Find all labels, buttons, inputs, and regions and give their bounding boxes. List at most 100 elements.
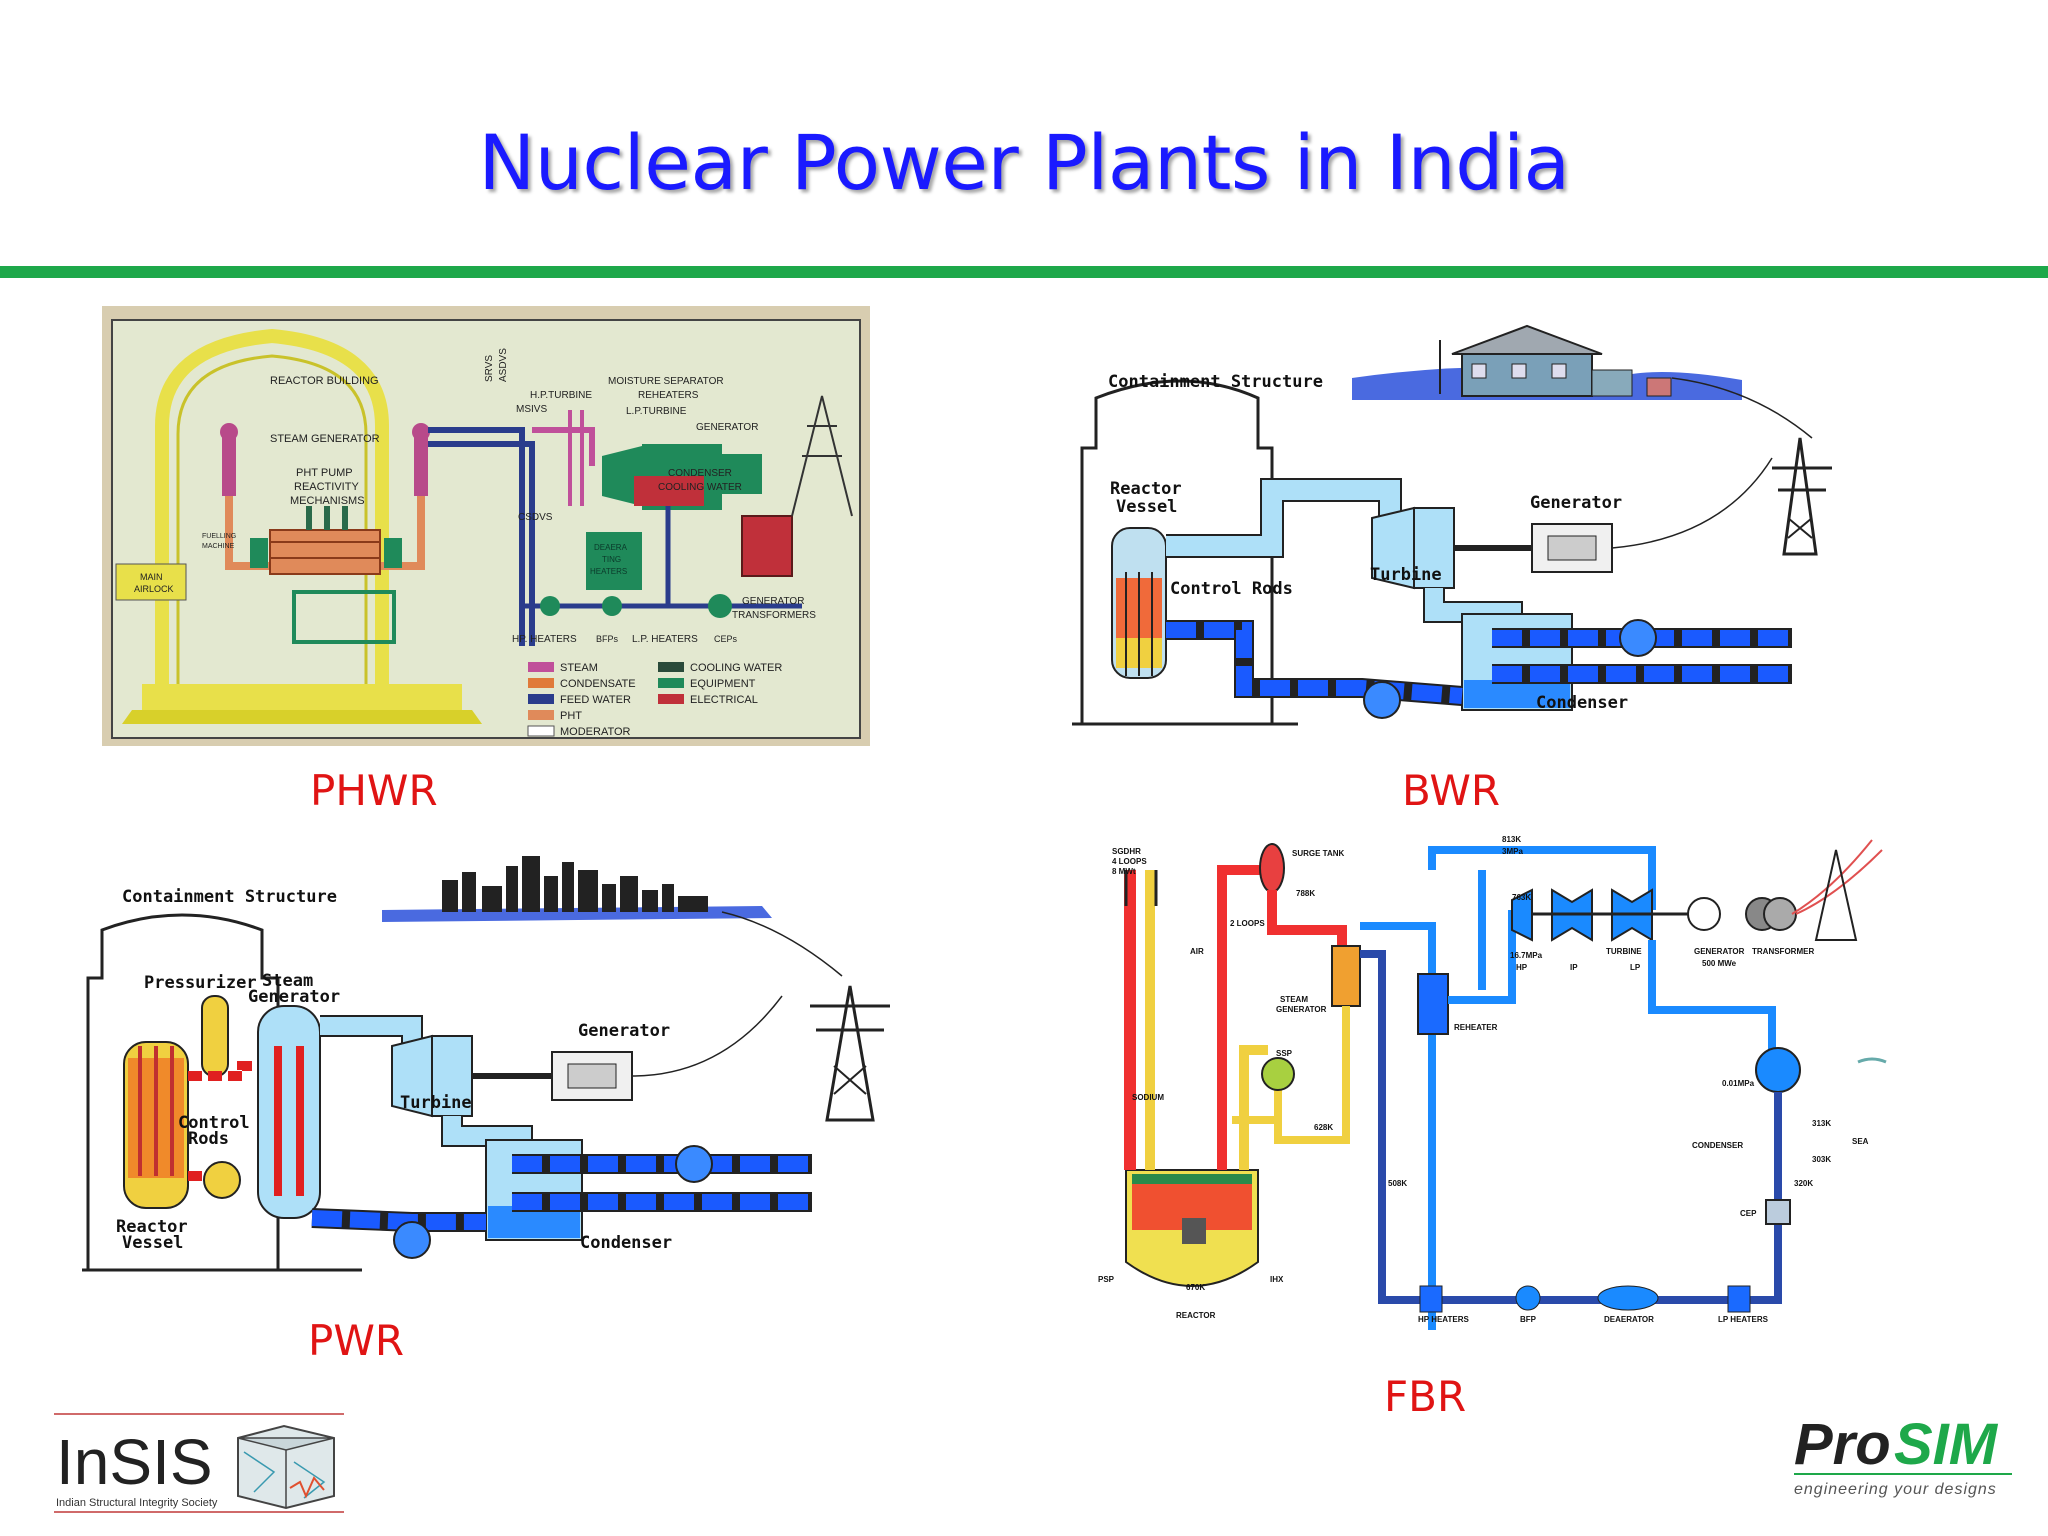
fbr-sea: SEA xyxy=(1852,1137,1869,1146)
phwr-moisture-separator: MOISTURE SEPARATOR xyxy=(608,376,724,387)
fbr-t670: 670K xyxy=(1186,1283,1205,1292)
fbr-t813: 813K xyxy=(1502,835,1521,844)
fbr-t628: 628K xyxy=(1314,1123,1333,1132)
fbr-deaerator: DEAERATOR xyxy=(1604,1315,1654,1324)
phwr-hp-heaters: HP. HEATERS xyxy=(512,634,577,645)
fbr-condenser: CONDENSER xyxy=(1692,1141,1743,1150)
bwr-condenser: Condenser xyxy=(1536,693,1628,713)
fbr-loops2: 2 LOOPS xyxy=(1230,919,1265,928)
phwr-cooling-water: COOLING WATER xyxy=(658,482,742,493)
pwr-generator: Generator xyxy=(578,1021,670,1041)
fbr-sgdhr: SGDHR xyxy=(1112,847,1141,856)
phwr-legend-steam: STEAM xyxy=(560,662,598,674)
fbr-generator: GENERATOR xyxy=(1694,947,1745,956)
phwr-legend-condensate: CONDENSATE xyxy=(560,678,636,690)
phwr-bfps: BFPs xyxy=(596,634,619,644)
label-fbr: FBR xyxy=(1384,1372,1467,1421)
prosim-tagline: engineering your designs xyxy=(1794,1481,1997,1498)
phwr-srvs: SRVS xyxy=(484,355,495,382)
fbr-hp: HP xyxy=(1516,963,1528,972)
fbr-diagram: SGDHR 4 LOOPS 8 MWt AIR SURGE TANK 2 LOO… xyxy=(1092,830,1892,1330)
title-rule xyxy=(0,266,2048,278)
phwr-airlock: AIRLOCK xyxy=(134,584,174,594)
pwr-vessel: Vessel xyxy=(122,1233,183,1253)
label-bwr: BWR xyxy=(1402,766,1501,815)
phwr-fuelling: FUELLING xyxy=(202,533,236,540)
insis-cube-icon xyxy=(237,1424,335,1510)
phwr-deaerator: DEAERA xyxy=(594,543,628,552)
pwr-turbine: Turbine xyxy=(400,1093,472,1113)
fbr-ip: IP xyxy=(1570,963,1578,972)
pwr-control: Control xyxy=(178,1113,250,1133)
bwr-diagram: Containment Structure Reactor Vessel Con… xyxy=(1072,318,1872,738)
phwr-legend-feed-water: FEED WATER xyxy=(560,694,631,706)
fbr-turbine: TURBINE xyxy=(1606,947,1642,956)
fbr-t303: 303K xyxy=(1812,1155,1831,1164)
pwr-diagram: Containment Structure Pressurizer Steam … xyxy=(82,846,922,1276)
prosim-logo: Pro SIM engineering your designs xyxy=(1784,1404,2024,1504)
fbr-surge-tank: SURGE TANK xyxy=(1292,849,1345,858)
phwr-generator: GENERATOR xyxy=(696,422,758,433)
pwr-containment: Containment Structure xyxy=(122,887,337,907)
fbr-steam-gen-1: STEAM xyxy=(1280,995,1308,1004)
fbr-bfp: BFP xyxy=(1520,1315,1537,1324)
phwr-lp-heaters: L.P. HEATERS xyxy=(632,634,698,645)
fbr-ssp: SSP xyxy=(1276,1049,1293,1058)
pwr-generator-sg: Generator xyxy=(248,987,340,1007)
fbr-mwe: 500 MWe xyxy=(1702,959,1737,968)
fbr-steam-gen-2: GENERATOR xyxy=(1276,1005,1327,1014)
pwr-pressurizer: Pressurizer xyxy=(144,973,257,993)
insis-logo: InSIS Indian Structural Integrity Societ… xyxy=(54,1412,344,1516)
prosim-sim: SIM xyxy=(1894,1412,1999,1477)
phwr-reactivity: REACTIVITY xyxy=(294,481,359,493)
label-pwr: PWR xyxy=(308,1316,405,1365)
phwr-pht-pump: PHT PUMP xyxy=(296,467,353,479)
phwr-heaters: HEATERS xyxy=(590,567,627,576)
phwr-lp-turbine: L.P.TURBINE xyxy=(626,406,687,417)
phwr-legend-pht: PHT xyxy=(560,710,582,722)
pwr-steam: Steam xyxy=(262,971,313,991)
phwr-machine: MACHINE xyxy=(202,543,235,550)
phwr-legend-cooling-water: COOLING WATER xyxy=(690,662,782,674)
fbr-t320: 320K xyxy=(1794,1179,1813,1188)
fbr-sodium: SODIUM xyxy=(1132,1093,1164,1102)
phwr-gen-trans-1: GENERATOR xyxy=(742,596,804,607)
bwr-reactor: Reactor xyxy=(1110,479,1182,499)
fbr-t788: 788K xyxy=(1296,889,1315,898)
bwr-turbine: Turbine xyxy=(1370,565,1442,585)
fbr-reheater: REHEATER xyxy=(1454,1023,1498,1032)
phwr-reactor-building: REACTOR BUILDING xyxy=(270,375,379,387)
fbr-p16: 16.7MPa xyxy=(1510,951,1543,960)
phwr-msivs: MSIVS xyxy=(516,404,547,415)
phwr-hp-turbine: H.P.TURBINE xyxy=(530,390,592,401)
pwr-condenser: Condenser xyxy=(580,1233,672,1253)
phwr-legend-moderator: MODERATOR xyxy=(560,726,631,738)
phwr-csdvs: CSDVS xyxy=(518,512,553,523)
fbr-ihx: IHX xyxy=(1270,1275,1284,1284)
phwr-legend-electrical: ELECTRICAL xyxy=(690,694,758,706)
fbr-loops4: 4 LOOPS xyxy=(1112,857,1147,866)
phwr-asdvs: ASDVS xyxy=(498,348,509,382)
fbr-cep: CEP xyxy=(1740,1209,1757,1218)
insis-subtitle: Indian Structural Integrity Society xyxy=(56,1497,218,1509)
bwr-containment: Containment Structure xyxy=(1108,372,1323,392)
fbr-reactor: REACTOR xyxy=(1176,1311,1216,1320)
slide-title: Nuclear Power Plants in India xyxy=(478,118,1570,207)
phwr-ting: TING xyxy=(602,555,621,564)
pwr-reactor: Reactor xyxy=(116,1217,188,1237)
fbr-t763: 763K xyxy=(1512,893,1531,902)
phwr-mechanisms: MECHANISMS xyxy=(290,495,365,507)
phwr-diagram: REACTOR BUILDING STEAM GENERATOR PHT PUM… xyxy=(102,306,870,746)
fbr-hp-heaters: HP HEATERS xyxy=(1418,1315,1469,1324)
prosim-pro: Pro xyxy=(1794,1412,1891,1477)
fbr-mwt: 8 MWt xyxy=(1112,867,1136,876)
phwr-ceps: CEPs xyxy=(714,634,738,644)
bwr-vessel: Vessel xyxy=(1116,497,1177,517)
insis-text: InSIS xyxy=(56,1426,213,1498)
phwr-gen-trans-2: TRANSFORMERS xyxy=(732,610,816,621)
bwr-control-rods: Control Rods xyxy=(1170,579,1293,599)
phwr-reheaters: REHEATERS xyxy=(638,390,699,401)
fbr-p001: 0.01MPa xyxy=(1722,1079,1755,1088)
fbr-t508: 508K xyxy=(1388,1179,1407,1188)
fbr-t313: 313K xyxy=(1812,1119,1831,1128)
